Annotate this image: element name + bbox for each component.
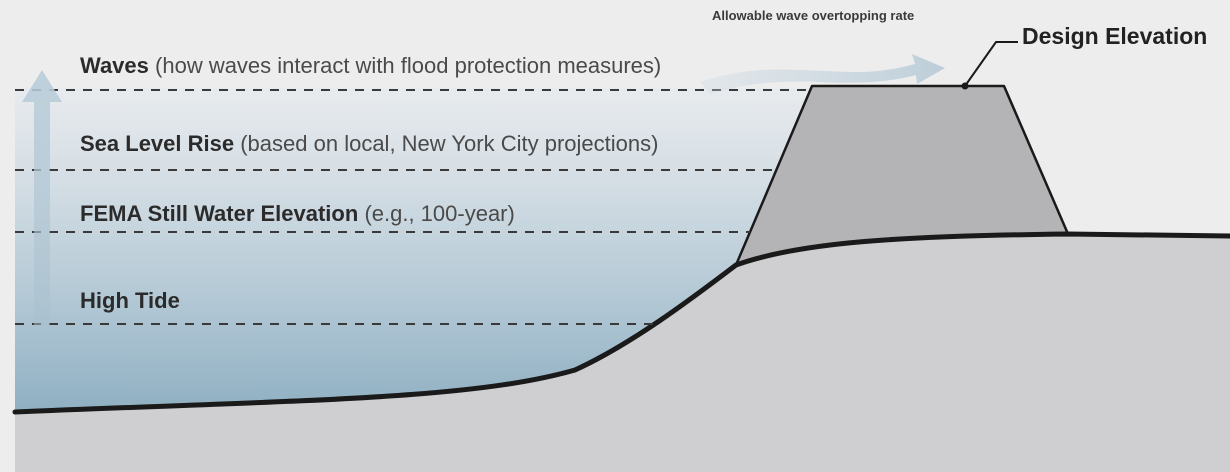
sea-level-rise-label: Sea Level Rise (based on local, New York… [80,133,658,155]
fema-label: FEMA Still Water Elevation (e.g., 100-ye… [80,203,515,225]
design-elevation-point [961,82,969,90]
ground-surface-line [12,231,1230,415]
rising-water-arrow [22,70,62,325]
design-elevation-label: Design Elevation [1022,23,1208,49]
fema-description: (e.g., 100-year) [364,201,515,226]
sea-level-rise-description: (based on local, New York City projectio… [240,131,659,156]
ground [15,234,1230,472]
overtopping-label: Allowable wave overtopping rate [712,8,915,23]
sea-level-rise-title: Sea Level Rise [80,131,235,156]
waves-label: Waves (how waves interact with flood pro… [80,55,661,77]
overtopping-wave-arrow [700,54,945,94]
waves-title: Waves [80,53,149,78]
fema-title: FEMA Still Water Elevation [80,201,359,226]
waves-description: (how waves interact with flood protectio… [155,53,662,78]
high-tide-label: High Tide [80,290,180,312]
high-tide-title: High Tide [80,288,180,313]
design-elevation-leader [964,41,1018,87]
